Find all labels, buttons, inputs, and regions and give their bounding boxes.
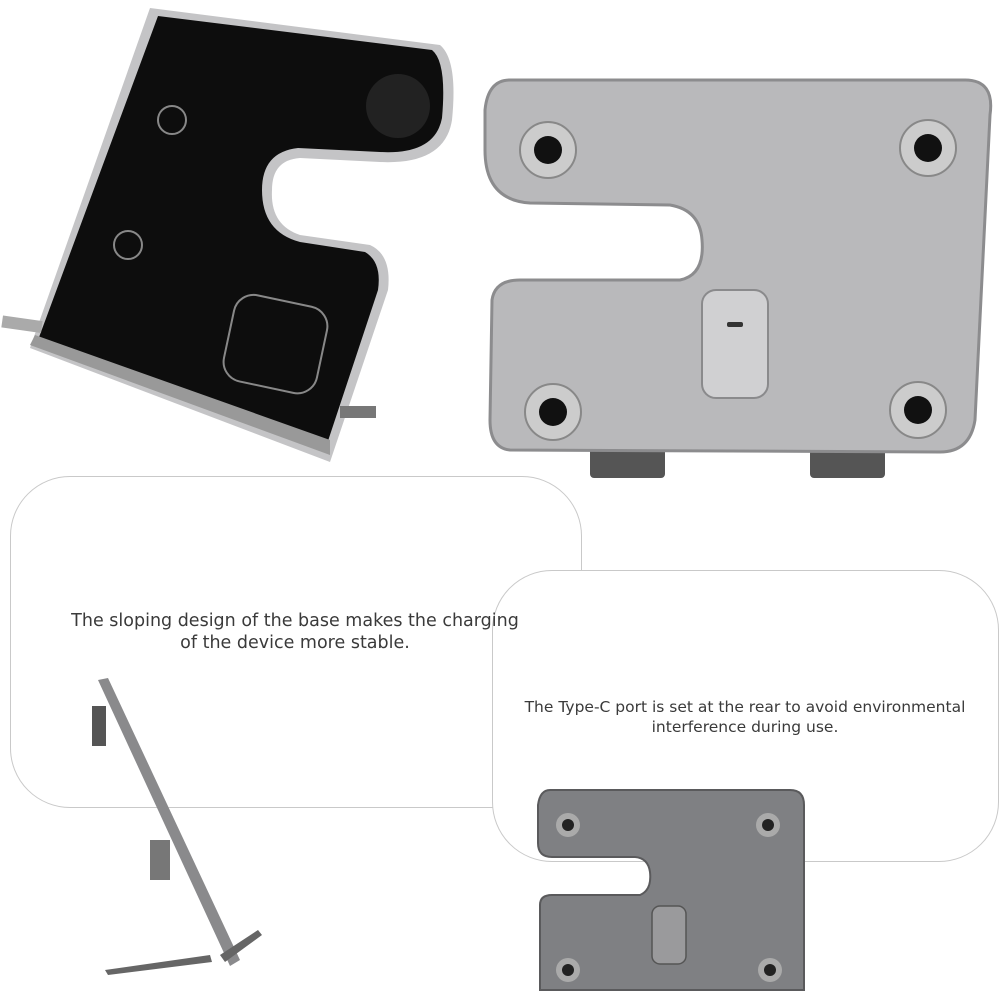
caption-base-design: The sloping design of the base makes the… (71, 611, 519, 653)
type-c-port (727, 322, 743, 327)
type-c-port-housing (701, 289, 769, 399)
wireless-charging-icon (157, 105, 187, 135)
caption-panel-base (10, 476, 582, 808)
wireless-charging-icon (113, 230, 143, 260)
charger-back-small (537, 789, 805, 991)
watch-charger-puck (366, 74, 430, 138)
earbuds-outline-icon (222, 293, 329, 395)
caption-type-c-port: The Type-C port is set at the rear to av… (524, 698, 966, 736)
charger-front (1, 8, 454, 462)
charger-side-view (92, 678, 262, 975)
charger-back (483, 78, 993, 478)
